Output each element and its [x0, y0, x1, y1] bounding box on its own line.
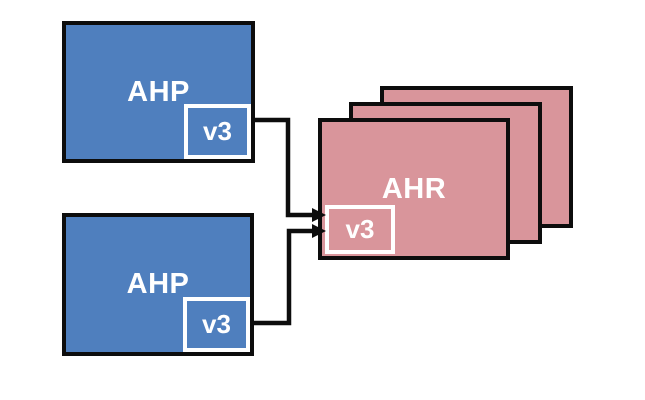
ahp-box-bottom: AHP v3: [62, 213, 254, 356]
ahp-top-label: AHP: [127, 75, 190, 108]
ahp-top-v3-port-label: v3: [203, 116, 232, 146]
ahr-v3-port: v3: [325, 205, 395, 254]
ahr-label: AHR: [381, 172, 447, 205]
ahr-box-front: AHR v3: [318, 118, 510, 260]
ahp-top-v3-port: v3: [184, 104, 251, 159]
ahp-bottom-v3-port-label: v3: [202, 309, 231, 339]
ahr-v3-port-label: v3: [345, 214, 375, 244]
ahp-box-top: AHP v3: [62, 21, 255, 163]
connector-bottom-ahp-to-ahr: [250, 228, 313, 326]
ahp-bottom-label: AHP: [126, 268, 190, 300]
connector-top-ahp-to-ahr: [251, 117, 313, 218]
ahp-bottom-v3-port: v3: [183, 297, 250, 352]
